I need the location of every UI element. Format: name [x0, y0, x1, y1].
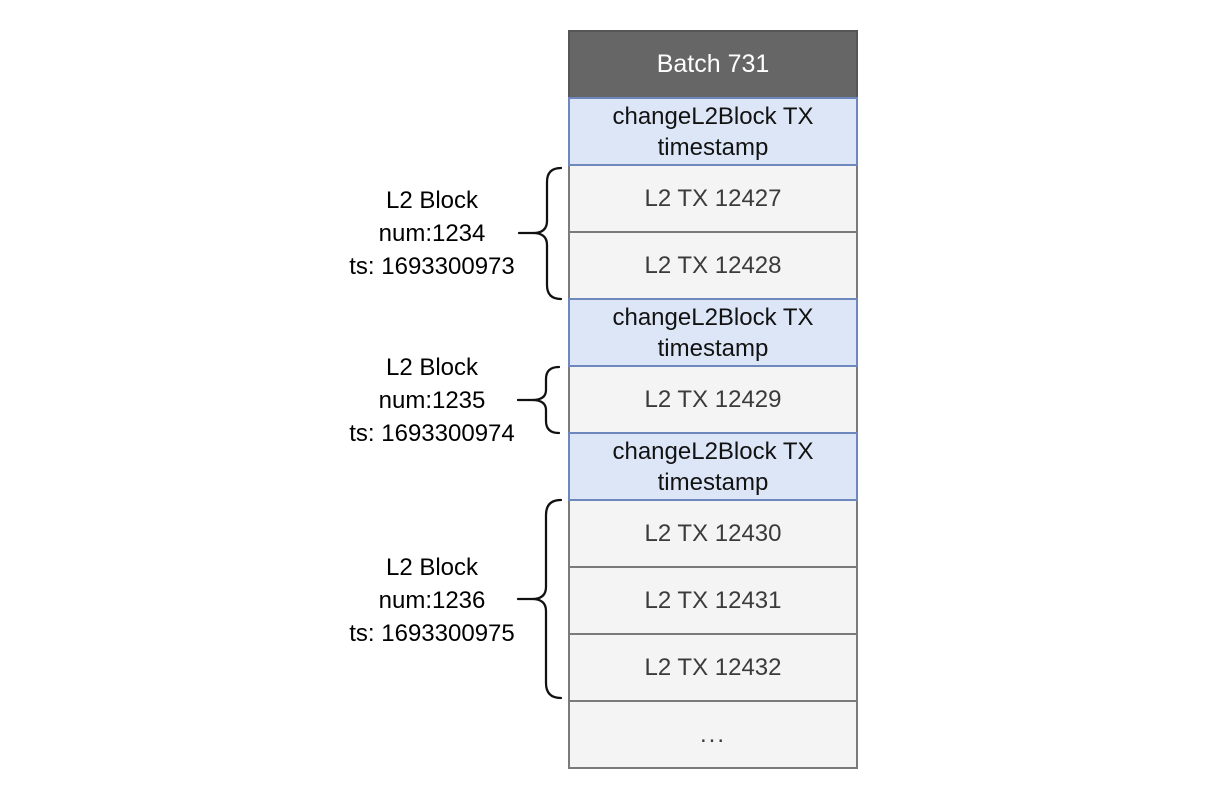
block-label-line: L2 Block — [385, 187, 479, 214]
block-label-1234: L2 Block num:1234 ts: 1693300973 — [332, 184, 532, 283]
block-label-line: ts: 1693300973 — [349, 253, 515, 280]
change-l2block-line1: changeL2Block TX — [612, 437, 814, 465]
block-label-line: num:1236 — [378, 587, 486, 614]
block-label-line: num:1235 — [378, 387, 486, 414]
change-l2block-line2: timestamp — [657, 334, 769, 362]
l2-tx-label: L2 TX 12431 — [644, 586, 782, 614]
l2-tx-row: L2 TX 12430 — [568, 499, 858, 568]
l2-tx-label: L2 TX 12427 — [644, 184, 782, 212]
change-l2block-line1: changeL2Block TX — [612, 303, 814, 331]
l2-tx-row: L2 TX 12432 — [568, 633, 858, 702]
change-l2block-row: changeL2Block TX timestamp — [568, 432, 858, 501]
ellipsis-row: ... — [568, 700, 858, 769]
block-label-line: ts: 1693300975 — [349, 620, 515, 647]
l2-tx-row: L2 TX 12431 — [568, 566, 858, 635]
l2-tx-label: L2 TX 12430 — [644, 519, 782, 547]
block-label-1235: L2 Block num:1235 ts: 1693300974 — [332, 351, 532, 450]
change-l2block-line2: timestamp — [657, 133, 769, 161]
l2-tx-label: L2 TX 12428 — [644, 251, 782, 279]
ellipsis-label: ... — [699, 720, 726, 748]
l2-tx-label: L2 TX 12429 — [644, 385, 782, 413]
block-label-line: num:1234 — [378, 220, 486, 247]
change-l2block-line2: timestamp — [657, 468, 769, 496]
l2-tx-row: L2 TX 12429 — [568, 365, 858, 434]
block-label-line: L2 Block — [385, 554, 479, 581]
batch-column: Batch 731 changeL2Block TX timestamp L2 … — [568, 30, 858, 769]
change-l2block-row: changeL2Block TX timestamp — [568, 97, 858, 166]
block-label-line: L2 Block — [385, 354, 479, 381]
change-l2block-line1: changeL2Block TX — [612, 102, 814, 130]
batch-header: Batch 731 — [568, 30, 858, 99]
block-label-1236: L2 Block num:1236 ts: 1693300975 — [332, 551, 532, 650]
l2-tx-row: L2 TX 12428 — [568, 231, 858, 300]
l2-tx-label: L2 TX 12432 — [644, 653, 782, 681]
change-l2block-row: changeL2Block TX timestamp — [568, 298, 858, 367]
block-label-line: ts: 1693300974 — [349, 420, 515, 447]
l2-tx-row: L2 TX 12427 — [568, 164, 858, 233]
batch-title: Batch 731 — [656, 50, 770, 78]
